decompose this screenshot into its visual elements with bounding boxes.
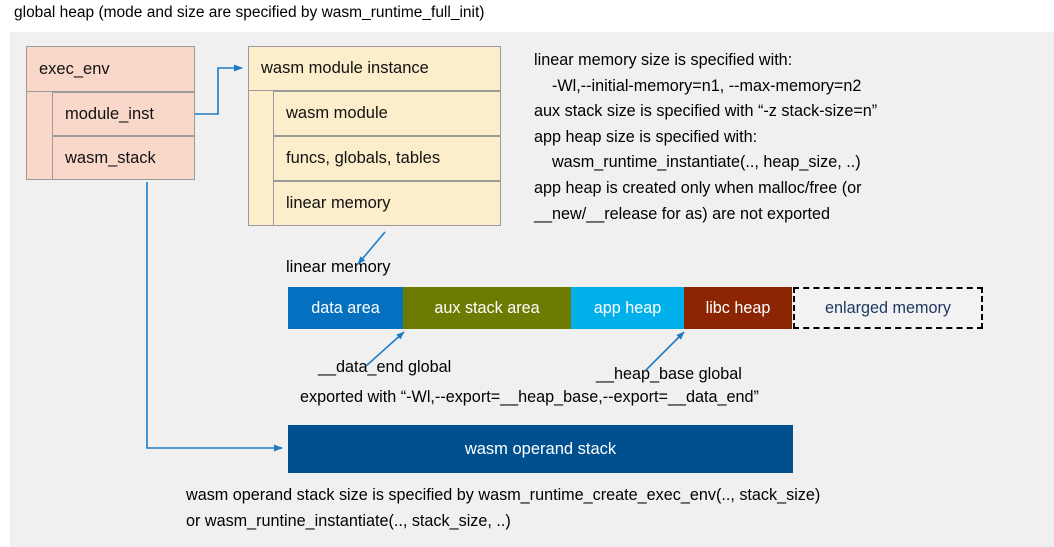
segment-libc-heap: libc heap bbox=[684, 287, 792, 329]
segment-enlarged-memory: enlarged memory bbox=[793, 287, 983, 329]
module-inst-label: module_inst bbox=[65, 104, 154, 123]
segment-enlarged-memory-label: enlarged memory bbox=[825, 298, 951, 317]
annotation-data-end: __data_end global bbox=[318, 358, 452, 376]
module-instance-label: wasm module instance bbox=[261, 59, 429, 77]
linear-memory-bar: data area aux stack area app heap libc h… bbox=[288, 287, 983, 329]
module-instance-header-row: wasm module instance bbox=[248, 46, 501, 91]
segment-aux-stack-area-label: aux stack area bbox=[434, 298, 540, 317]
exec-env-field-wasm-stack: wasm_stack bbox=[52, 136, 195, 180]
exec-env-header-row: exec_env bbox=[26, 46, 195, 92]
segment-app-heap: app heap bbox=[571, 287, 684, 329]
annotation-export-note: exported with “-Wl,--export=__heap_base,… bbox=[300, 388, 759, 406]
funcs-globals-tables-label: funcs, globals, tables bbox=[286, 149, 441, 167]
segment-data-area: data area bbox=[288, 287, 403, 329]
linear-memory-caption: linear memory bbox=[286, 258, 391, 276]
memory-configuration-description: linear memory size is specified with: -W… bbox=[534, 51, 878, 223]
wasm-module-label: wasm module bbox=[286, 104, 388, 122]
segment-libc-heap-label: libc heap bbox=[705, 298, 771, 317]
module-instance-field-linear-memory: linear memory bbox=[273, 181, 501, 226]
wasm-operand-stack-bar: wasm operand stack bbox=[288, 425, 793, 473]
wasm-operand-stack-label: wasm operand stack bbox=[464, 439, 617, 458]
segment-app-heap-label: app heap bbox=[593, 298, 662, 317]
segment-data-area-label: data area bbox=[311, 298, 380, 317]
page-title: global heap (mode and size are specified… bbox=[14, 4, 485, 21]
module-instance-field-wasm-module: wasm module bbox=[273, 91, 501, 136]
annotation-heap-base: __heap_base global bbox=[596, 365, 742, 383]
linear-memory-field-label: linear memory bbox=[286, 194, 391, 212]
module-instance-field-funcs-globals-tables: funcs, globals, tables bbox=[273, 136, 501, 181]
wasm-stack-label: wasm_stack bbox=[65, 148, 156, 167]
exec-env-label: exec_env bbox=[39, 59, 110, 78]
operand-stack-note: wasm operand stack size is specified by … bbox=[186, 486, 821, 530]
segment-aux-stack-area: aux stack area bbox=[403, 287, 571, 329]
exec-env-field-module-inst: module_inst bbox=[52, 92, 195, 136]
